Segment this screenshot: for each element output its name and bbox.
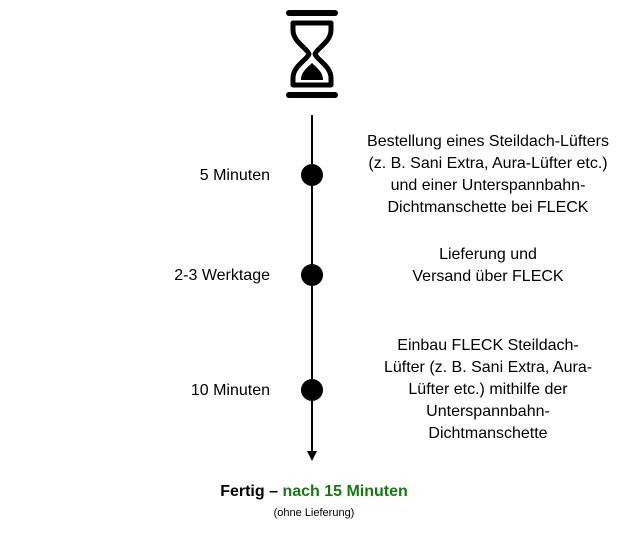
step-3-time: 10 Minuten — [190, 382, 270, 399]
step-1-time: 5 Minuten — [199, 167, 270, 184]
desc-line: Lüfter (z. B. Sani Extra, Aura- — [383, 359, 593, 376]
desc-line: Dichtmanschette bei FLECK — [387, 199, 589, 216]
hourglass-icon — [286, 10, 338, 98]
desc-line: Lieferung und — [439, 246, 537, 263]
step-2-time: 2-3 Werktage — [174, 267, 270, 284]
desc-line: Versand über FLECK — [412, 268, 564, 285]
desc-line: Unterspannbahn- — [426, 403, 550, 420]
final-duration: nach 15 Minuten — [282, 483, 408, 500]
step-1-description: Bestellung eines Steildach-Lüfters (z. B… — [348, 131, 628, 219]
step-2-marker — [301, 264, 323, 286]
desc-line: Dichtmanschette — [428, 425, 548, 442]
final-prefix: Fertig – — [220, 483, 283, 500]
desc-line: (z. B. Sani Extra, Aura-Lüfter etc.) — [368, 155, 608, 172]
desc-line: Einbau FLECK Steildach- — [397, 337, 579, 354]
step-2-description: Lieferung und Versand über FLECK — [348, 244, 628, 288]
step-1-marker — [301, 164, 323, 186]
timeline-arrowhead — [307, 451, 317, 461]
step-3-description: Einbau FLECK Steildach- Lüfter (z. B. Sa… — [348, 335, 628, 445]
desc-line: und einer Unterspannbahn- — [390, 177, 586, 194]
step-3-marker — [301, 379, 323, 401]
final-result: Fertig – nach 15 Minuten — [0, 483, 628, 501]
final-note: (ohne Lieferung) — [273, 507, 355, 519]
desc-line: Bestellung eines Steildach-Lüfters — [367, 133, 609, 150]
desc-line: Lüfter etc.) mithilfe der — [408, 381, 568, 398]
